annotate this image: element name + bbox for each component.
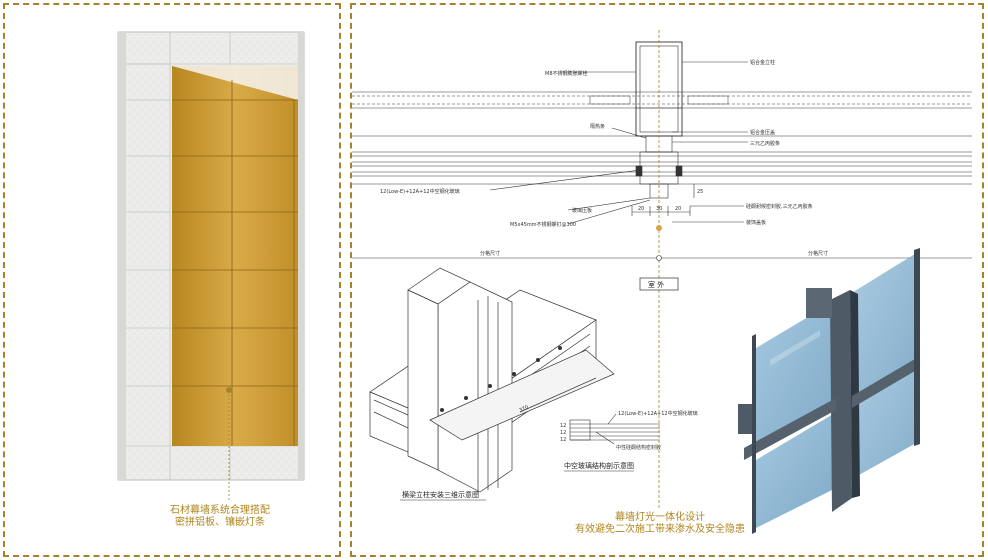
left-caption-line1: 石材幕墙系统合理搭配 xyxy=(170,505,270,516)
label-bolt: M8不锈钢膨胀螺栓 xyxy=(545,70,588,77)
glass-detail xyxy=(569,413,660,445)
label-glass-dim-1: 12 xyxy=(560,423,566,429)
label-outdoor: 室 外 xyxy=(648,280,664,289)
label-sealant: 硅酮耐候密封胶,三元乙丙胶条 xyxy=(746,203,813,210)
label-dim-left: 分格尺寸 xyxy=(480,250,500,257)
label-insulation: 隔热条 xyxy=(590,123,605,130)
label-glass-detail-spacer: 中性硅酮结构密封胶 xyxy=(616,444,661,451)
mullion-section-detail xyxy=(352,30,972,420)
label-iso-dim: 370 xyxy=(518,404,529,413)
right-caption: 幕墙灯光一体化设计 有效避免二次施工带来渗水及安全隐患 xyxy=(520,512,800,536)
right-caption-line1: 幕墙灯光一体化设计 xyxy=(615,512,705,523)
label-glass-detail-caption: 中空玻璃结构剖示意图 xyxy=(564,461,634,470)
right-panel-frame xyxy=(350,3,984,557)
right-caption-line2: 有效避免二次施工带来渗水及安全隐患 xyxy=(575,524,745,535)
label-iso-caption: 横梁立柱安装三维示意图 xyxy=(402,490,479,499)
label-glass-dim-3: 12 xyxy=(560,437,566,443)
label-dim-25: 25 xyxy=(697,189,703,195)
label-glass-detail-spec: 12(Low-E)+12A+12中空钢化玻璃 xyxy=(618,410,698,417)
label-clamp: 玻璃压板 xyxy=(572,207,592,214)
label-pressure-plate: 铝合金压盖 xyxy=(750,129,775,136)
label-glass-dim-2: 12 xyxy=(560,430,566,436)
label-dim-20b: 20 xyxy=(675,206,681,212)
iso-mullion-transom xyxy=(369,267,615,494)
label-dim-right: 分格尺寸 xyxy=(808,250,828,257)
label-epdm: 三元乙丙胶条 xyxy=(750,140,780,147)
label-screw: M5x45mm不锈钢螺钉@300 xyxy=(510,221,576,228)
left-caption: 石材幕墙系统合理搭配 密拼铝板、镶嵌灯条 xyxy=(110,505,330,529)
left-caption-line2: 密拼铝板、镶嵌灯条 xyxy=(175,517,265,528)
label-glass-spec: 12(Low-E)+12A+12中空钢化玻璃 xyxy=(380,188,460,195)
label-cover: 装饰盖板 xyxy=(746,219,766,226)
label-dim-20a: 20 xyxy=(638,206,644,212)
left-panel-frame xyxy=(3,3,341,557)
stone-facade-elevation xyxy=(117,31,305,502)
curtain-wall-render xyxy=(738,248,920,534)
label-dim-30: 30 xyxy=(656,206,662,212)
label-mullion: 铝合金立柱 xyxy=(750,59,775,66)
